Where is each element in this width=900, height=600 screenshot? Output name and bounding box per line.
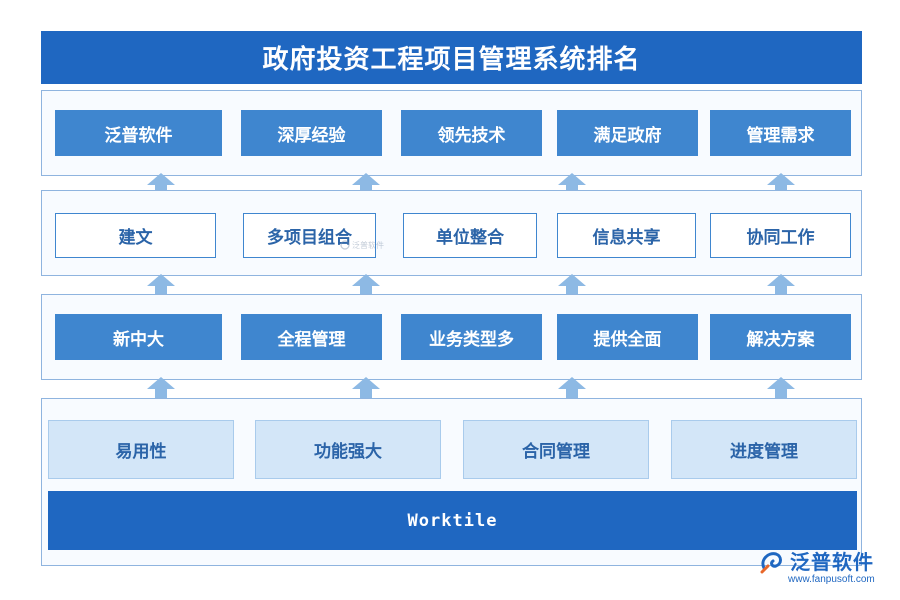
- row4-box-3: 合同管理: [463, 420, 649, 479]
- up-arrow-icon: [352, 274, 380, 298]
- row4-box-1: 易用性: [48, 420, 234, 479]
- up-arrow-icon: [352, 173, 380, 197]
- row1-box-2: 深厚经验: [241, 110, 382, 156]
- row1-box-4: 满足政府: [557, 110, 698, 156]
- base-bar: Worktile: [48, 491, 857, 550]
- up-arrow-icon: [147, 274, 175, 298]
- row3-box-3: 业务类型多: [401, 314, 542, 360]
- row1-box-3: 领先技术: [401, 110, 542, 156]
- row2-box-1: 建文: [55, 213, 216, 258]
- brand-swirl-icon: [760, 552, 782, 574]
- watermark-logo-icon: [340, 240, 350, 250]
- row2-box-5: 协同工作: [710, 213, 851, 258]
- row1-box-1: 泛普软件: [55, 110, 222, 156]
- brand-name: 泛普软件: [790, 550, 874, 574]
- row3-box-2: 全程管理: [241, 314, 382, 360]
- watermark-text: 泛普软件: [352, 240, 384, 250]
- up-arrow-icon: [558, 173, 586, 197]
- up-arrow-icon: [147, 173, 175, 197]
- row4-box-2: 功能强大: [255, 420, 441, 479]
- brand-logo: 泛普软件 www.fanpusoft.com: [758, 546, 888, 590]
- up-arrow-icon: [767, 274, 795, 298]
- row4-box-4: 进度管理: [671, 420, 857, 479]
- row2-box-2: 多项目组合: [243, 213, 376, 258]
- brand-url: www.fanpusoft.com: [788, 574, 875, 585]
- up-arrow-icon: [147, 377, 175, 401]
- row3-box-5: 解决方案: [710, 314, 851, 360]
- up-arrow-icon: [352, 377, 380, 401]
- up-arrow-icon: [767, 377, 795, 401]
- row2-box-4: 信息共享: [557, 213, 696, 258]
- row2-box-3: 单位整合: [403, 213, 537, 258]
- up-arrow-icon: [558, 377, 586, 401]
- row3-box-1: 新中大: [55, 314, 222, 360]
- row1-box-5: 管理需求: [710, 110, 851, 156]
- row3-box-4: 提供全面: [557, 314, 698, 360]
- up-arrow-icon: [767, 173, 795, 197]
- watermark: 泛普软件: [340, 236, 392, 254]
- diagram-title: 政府投资工程项目管理系统排名: [41, 31, 862, 84]
- up-arrow-icon: [558, 274, 586, 298]
